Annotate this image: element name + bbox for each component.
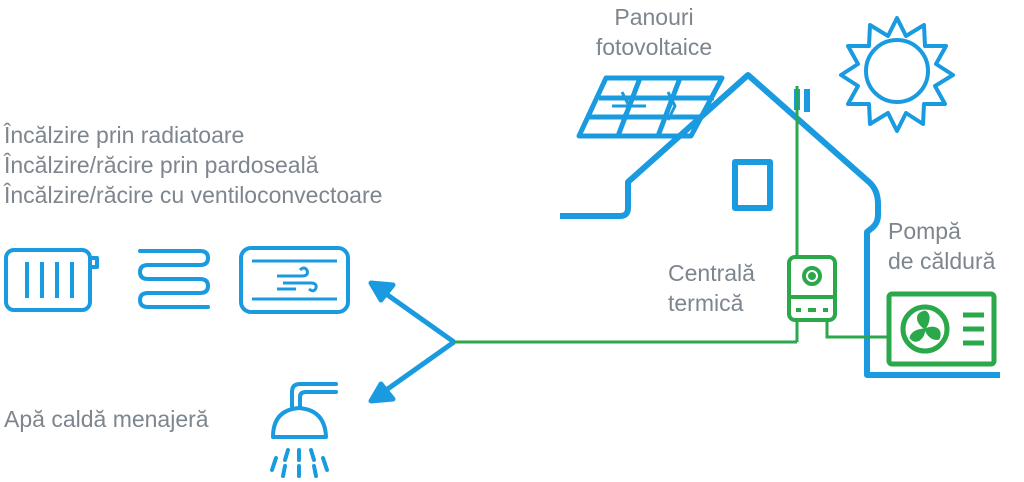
radiator-icon: [4, 248, 99, 312]
boiler-label: Centrală termică: [668, 258, 755, 318]
house-icon: [560, 72, 1000, 378]
heat-pump-label: Pompă de căldură: [888, 216, 995, 276]
boiler-icon: [787, 255, 837, 322]
boiler-label-line2: termică: [668, 290, 744, 316]
heat-pump-label-line1: Pompă: [888, 218, 961, 244]
solar-panels-label: Panouri fotovoltaice: [561, 2, 747, 62]
pipe-network: [454, 86, 887, 344]
heating-options-label: Încălzire prin radiatoare Încălzire/răci…: [4, 120, 382, 210]
heating-floor-label: Încălzire/răcire prin pardoseală: [4, 152, 319, 178]
hot-water-label: Apă caldă menajeră: [4, 406, 209, 432]
boiler-label-line1: Centrală: [668, 260, 755, 286]
distribution-arrows: [368, 280, 456, 404]
fan-coil-icon: [239, 246, 350, 314]
heat-pump-label-line2: de căldură: [888, 248, 996, 274]
solar-panels-label-line2: fotovoltaice: [595, 34, 713, 60]
heat-pump-icon: [886, 291, 997, 367]
sun-icon: [839, 16, 955, 133]
solar-panels-label-line1: Panouri: [614, 4, 694, 30]
heating-fancoil-label: Încălzire/răcire cu ventiloconvectoare: [4, 182, 383, 208]
floor-heating-icon: [138, 249, 210, 309]
shower-icon: [270, 382, 338, 478]
heating-radiators-label: Încălzire prin radiatoare: [4, 122, 245, 148]
solar-panel-icon: [576, 75, 725, 139]
